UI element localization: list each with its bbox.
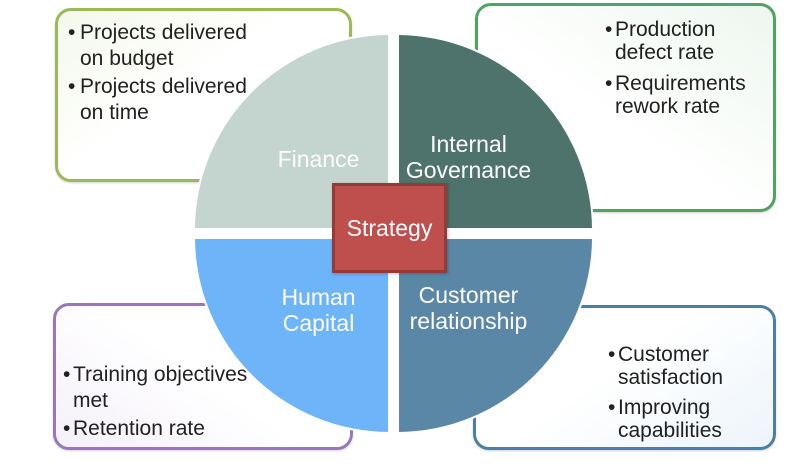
quadrant-finance-label: Finance — [277, 145, 360, 172]
bullet-item: Projects delivered on budget — [68, 20, 265, 72]
bullet-item: Production defect rate — [605, 18, 765, 64]
strategy-label: Strategy — [346, 214, 433, 241]
internal-governance-measures-list: Production defect rate Requirements rewo… — [605, 18, 773, 118]
human-capital-measures-list: Training objectives met Retention rate — [63, 362, 350, 442]
bullet-item: Customer satisfaction — [608, 343, 768, 389]
quadrant-human-capital-label: Human Capital — [281, 284, 356, 337]
quadrant-internal-governance-label: Internal Governance — [405, 130, 532, 183]
finance-measures-list: Projects delivered on budget Projects de… — [68, 20, 349, 126]
strategy-center-box: Strategy — [332, 183, 447, 273]
bullet-item: Retention rate — [63, 416, 268, 442]
quadrant-customer-relationship-label: Customer relationship — [409, 282, 528, 335]
bullet-item: Projects delivered on time — [68, 74, 265, 126]
bullet-item: Requirements rework rate — [605, 72, 765, 118]
bullet-item: Improving capabilities — [608, 396, 768, 442]
bullet-item: Training objectives met — [63, 362, 268, 414]
customer-relationship-measures-list: Customer satisfaction Improving capabili… — [608, 343, 773, 442]
